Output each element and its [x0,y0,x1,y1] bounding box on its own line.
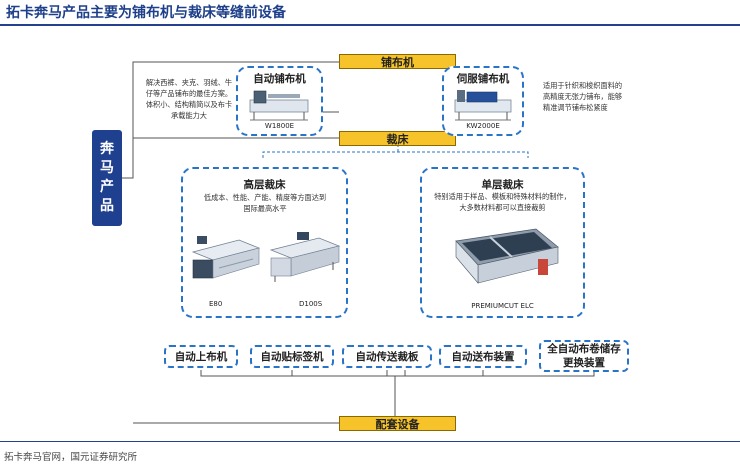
spreader-left-description: 解决西裤、夹克、羽绒、牛仔等产品铺布的最佳方案。体积小、结构精简以及布卡承载能力… [145,77,233,121]
cutter-premiumcut-model: PREMIUMCUT ELC [422,302,583,310]
category-spreader-label: 铺布机 [339,54,456,69]
auto-spreader-title: 自动铺布机 [238,71,321,86]
cutter-premiumcut-image [450,221,562,291]
multi-ply-cutter-card: 高层裁床 低成本、性能、产能、精度等方面达到国际最高水平 E80 D100S [181,167,348,318]
single-ply-cutter-title: 单层裁床 [422,177,583,192]
multi-ply-cutter-description: 低成本、性能、产能、精度等方面达到国际最高水平 [201,192,329,214]
accessory-auto-labeler: 自动贴标签机 [250,345,334,368]
footer-divider [0,441,740,442]
cutter-d100s-model: D100S [299,300,322,308]
cutter-d100s-image [267,224,343,286]
single-ply-cutter-card: 单层裁床 特别适用于样品、模板和特殊材料的制作，大多数材料都可以直接裁剪 PRE… [420,167,585,318]
servo-spreader-title: 伺服铺布机 [444,71,522,86]
accessory-roll-storage-changer: 全自动布卷储存更换装置 [539,340,629,372]
servo-spreader-card: 伺服铺布机 KW2000E [442,66,524,136]
servo-spreader-model: KW2000E [444,122,522,130]
source-note: 拓卡奔马官网，国元证券研究所 [4,449,137,463]
single-ply-cutter-description: 特别适用于样品、模板和特殊材料的制作，大多数材料都可以直接裁剪 [434,191,571,213]
accessory-auto-loader: 自动上布机 [164,345,238,368]
auto-spreader-image [248,86,312,122]
root-node-benma: 奔马产品 [92,130,122,226]
spreader-right-description: 适用于针织和梭织面料的高精度无张力铺布，能够精准调节铺布松紧度 [543,80,629,113]
category-accessory-label: 配套设备 [339,416,456,431]
accessory-auto-feeder: 自动送布装置 [439,345,527,368]
category-cutter-label: 裁床 [339,131,456,146]
cutter-e80-image [189,224,263,286]
servo-spreader-image [453,86,515,122]
auto-spreader-card: 自动铺布机 W1800E [236,66,323,136]
cutter-e80-model: E80 [209,300,222,308]
multi-ply-cutter-title: 高层裁床 [183,177,346,192]
auto-spreader-model: W1800E [238,122,321,130]
accessory-auto-conveyor-board: 自动传送裁板 [342,345,432,368]
